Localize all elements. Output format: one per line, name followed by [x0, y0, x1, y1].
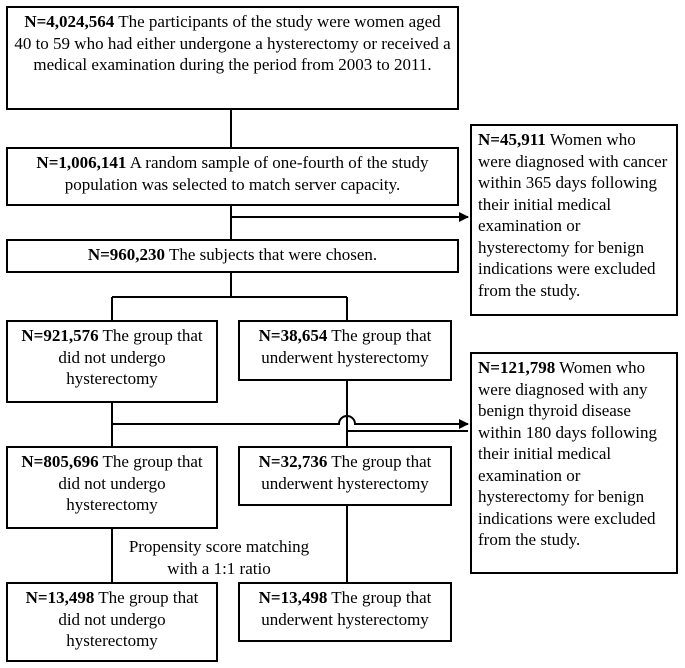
chosen-subjects-box: N=960,230 The subjects that were chosen. [6, 239, 459, 273]
chosen-subjects-text: The subjects that were chosen. [168, 245, 378, 264]
hysterectomy-group-3-box: N=13,498 The group that underwent hyster… [238, 582, 452, 642]
cancer-exclusion-box: N=45,911 Women who were diagnosed with c… [470, 124, 678, 316]
hysterectomy-group-1-text: The group that underwent hysterectomy [261, 326, 432, 367]
random-sample-count: N=1,006,141 [36, 153, 127, 172]
cancer-exclusion-text: Women who were diagnosed with cancer wit… [478, 130, 668, 300]
random-sample-box: N=1,006,141 A random sample of one-fourt… [6, 147, 459, 206]
study-population-box: N=4,024,564 The participants of the stud… [6, 6, 459, 110]
no-hysterectomy-group-1-box: N=921,576 The group that did not undergo… [6, 320, 218, 403]
hysterectomy-group-3-text: The group that underwent hysterectomy [261, 588, 432, 629]
chosen-subjects-count: N=960,230 [87, 245, 166, 264]
thyroid-exclusion-text: Women who were diagnosed with any benign… [478, 358, 657, 549]
hysterectomy-group-1-box: N=38,654 The group that underwent hyster… [238, 320, 452, 381]
no-hysterectomy-group-2-text: The group that did not undergo hysterect… [58, 452, 203, 514]
no-hysterectomy-group-1-text: The group that did not undergo hysterect… [58, 326, 203, 388]
arrow-to-thyroid-exclusion-left [112, 415, 469, 429]
no-hysterectomy-group-3-count: N=13,498 [25, 588, 95, 607]
thyroid-exclusion-box: N=121,798 Women who were diagnosed with … [470, 352, 678, 574]
hysterectomy-group-2-count: N=32,736 [258, 452, 328, 471]
no-hysterectomy-group-3-text: The group that did not undergo hysterect… [58, 588, 199, 650]
propensity-matching-label: Propensity score matching with a 1:1 rat… [118, 536, 320, 579]
hysterectomy-group-2-text: The group that underwent hysterectomy [261, 452, 432, 493]
hysterectomy-group-1-count: N=38,654 [258, 326, 328, 345]
study-population-count: N=4,024,564 [24, 12, 115, 31]
hysterectomy-group-2-box: N=32,736 The group that underwent hyster… [238, 446, 452, 506]
hysterectomy-group-3-count: N=13,498 [258, 588, 328, 607]
random-sample-text: A random sample of one-fourth of the stu… [64, 153, 429, 194]
no-hysterectomy-group-3-box: N=13,498 The group that did not undergo … [6, 582, 218, 662]
no-hysterectomy-group-1-count: N=921,576 [21, 326, 99, 345]
no-hysterectomy-group-2-box: N=805,696 The group that did not undergo… [6, 446, 218, 529]
study-population-text: The participants of the study were women… [14, 12, 451, 74]
cancer-exclusion-count: N=45,911 [478, 130, 546, 149]
no-hysterectomy-group-2-count: N=805,696 [21, 452, 99, 471]
thyroid-exclusion-count: N=121,798 [478, 358, 556, 377]
